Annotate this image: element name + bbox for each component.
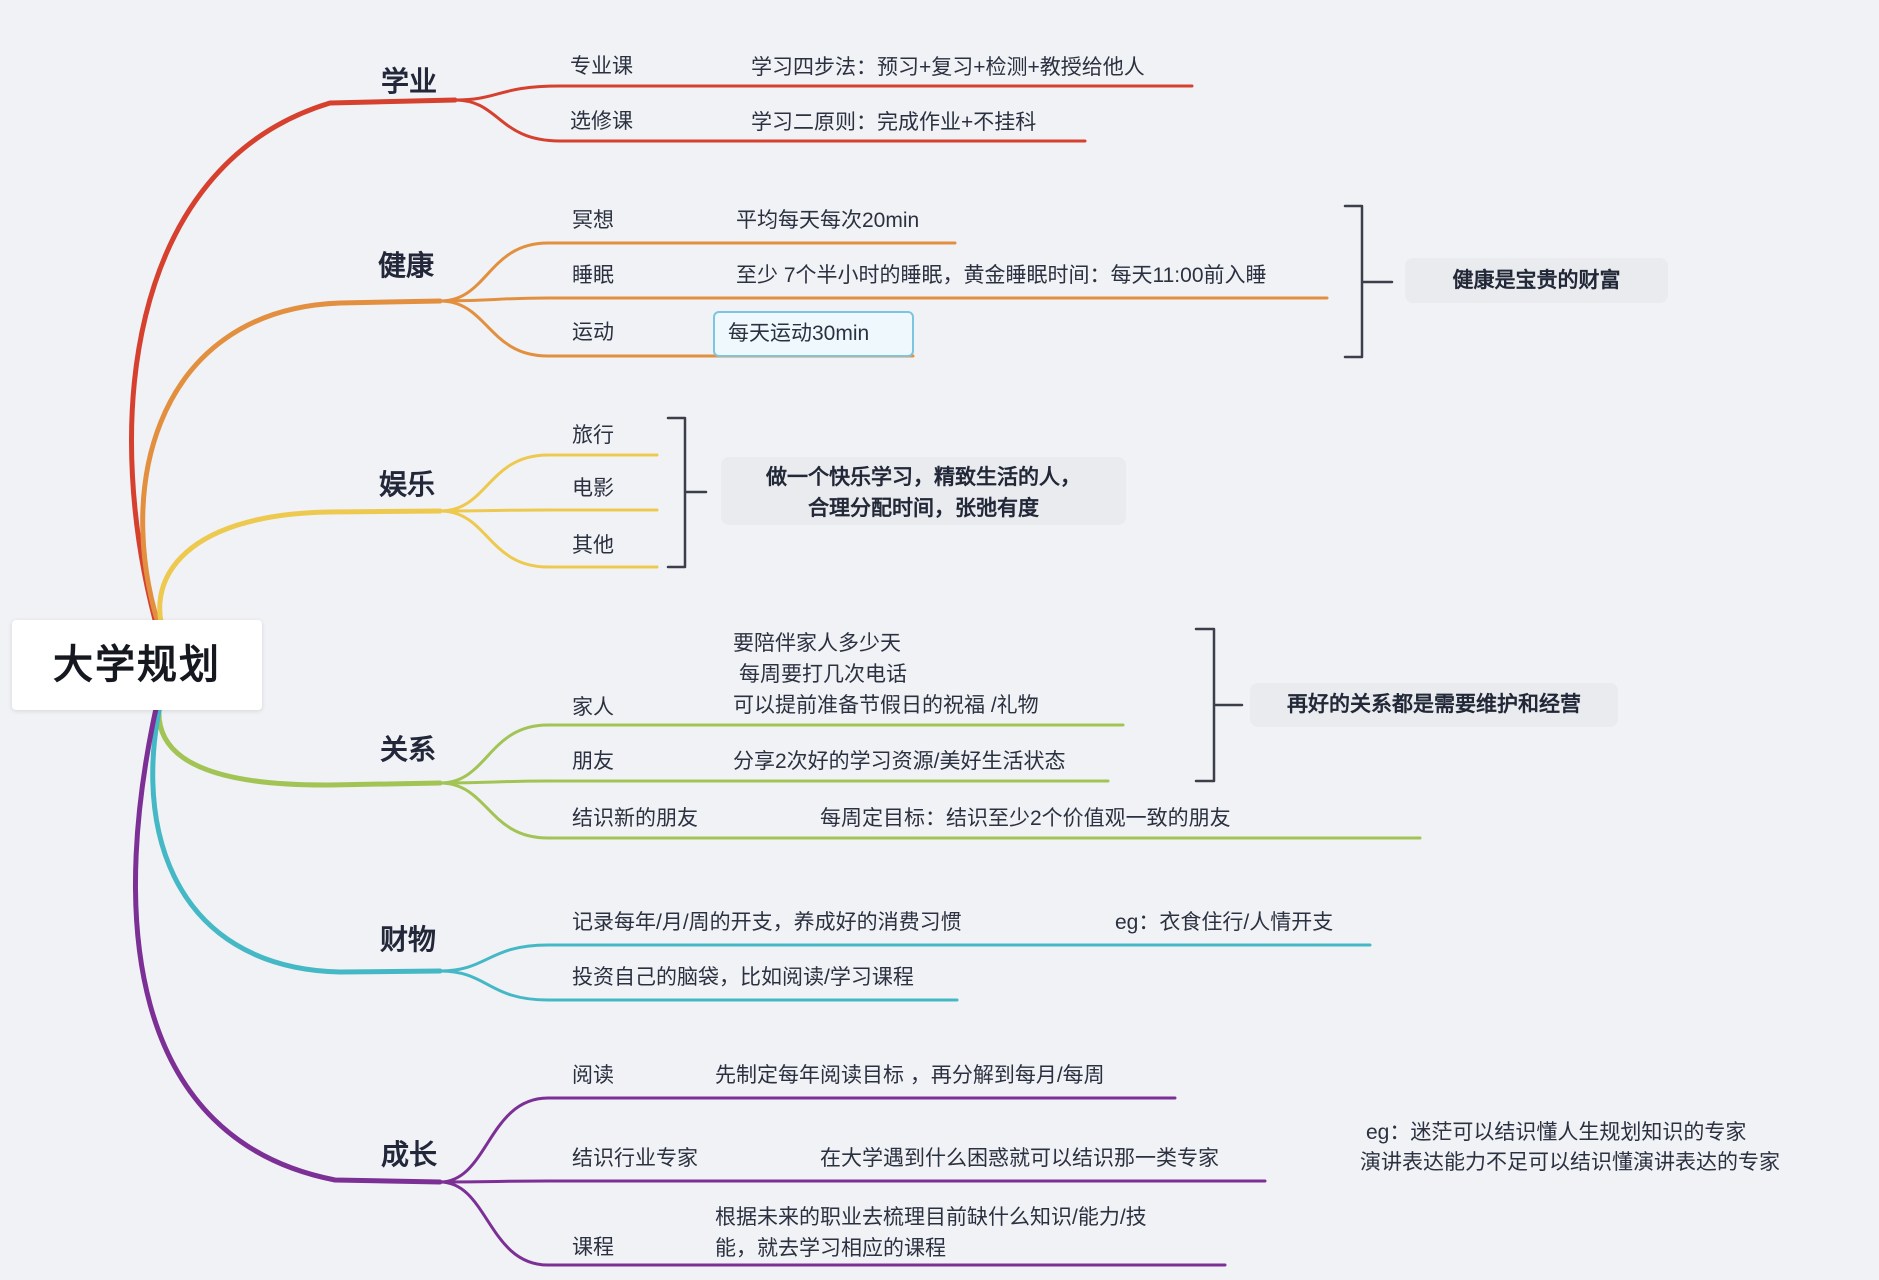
note-family-line1: 要陪伴家人多少天 — [733, 632, 901, 655]
bracket-entertainment — [666, 416, 708, 569]
note-courses[interactable]: 根据未来的职业去梳理目前缺什么知识/能力/技 能，就去学习相应的课程 — [715, 1202, 1147, 1264]
note-courses-line1: 根据未来的职业去梳理目前缺什么知识/能力/技 — [715, 1206, 1147, 1229]
node-sleep[interactable]: 睡眠 — [572, 264, 614, 287]
annotation-entertainment-line1: 做一个快乐学习，精致生活的人， — [766, 466, 1081, 489]
branch-label-academics[interactable]: 学业 — [381, 66, 438, 97]
annotation-entertainment[interactable]: 做一个快乐学习，精致生活的人， 合理分配时间，张弛有度 — [721, 457, 1126, 525]
annotation-relationship[interactable]: 再好的关系都是需要维护和经营 — [1250, 683, 1618, 727]
branch-label-relationship[interactable]: 关系 — [380, 734, 437, 765]
node-movies[interactable]: 电影 — [572, 477, 614, 500]
note-sleep[interactable]: 至少 7个半小时的睡眠，黄金睡眠时间：每天11:00前入睡 — [736, 264, 1267, 287]
note-exercise-highlighted[interactable]: 每天运动30min — [713, 311, 914, 357]
node-elective-courses[interactable]: 选修课 — [570, 110, 633, 133]
node-industry-experts[interactable]: 结识行业专家 — [572, 1147, 698, 1170]
node-courses[interactable]: 课程 — [572, 1236, 614, 1259]
branch-label-health[interactable]: 健康 — [378, 250, 435, 281]
bracket-relationship — [1194, 627, 1244, 783]
node-reading[interactable]: 阅读 — [572, 1064, 614, 1087]
note-friends[interactable]: 分享2次好的学习资源/美好生活状态 — [733, 750, 1066, 773]
note-major-courses[interactable]: 学习四步法：预习+复习+检测+教授给他人 — [751, 56, 1145, 79]
note-reading[interactable]: 先制定每年阅读目标 ，再分解到每月/每周 — [715, 1064, 1105, 1087]
node-invest-in-mind[interactable]: 投资自己的脑袋，比如阅读/学习课程 — [572, 966, 914, 989]
branch-label-finance[interactable]: 财物 — [380, 924, 437, 955]
note-growth-example-line2[interactable]: 演讲表达能力不足可以结识懂演讲表达的专家 — [1360, 1151, 1780, 1174]
node-track-spending[interactable]: 记录每年/月/周的开支，养成好的消费习惯 — [572, 911, 962, 934]
note-spending-example[interactable]: eg：衣食住行/人情开支 — [1115, 911, 1334, 934]
bracket-health — [1343, 204, 1394, 359]
branch-lines-academics — [129, 84, 1194, 641]
note-family[interactable]: 要陪伴家人多少天 每周要打几次电话 可以提前准备节假日的祝福 /礼物 — [733, 628, 1039, 721]
node-friends[interactable]: 朋友 — [572, 750, 614, 773]
branch-lines-growth — [133, 679, 1267, 1267]
note-new-friends[interactable]: 每周定目标：结识至少2个价值观一致的朋友 — [820, 807, 1231, 830]
branch-lines-finance — [150, 671, 1372, 1002]
branch-label-growth[interactable]: 成长 — [381, 1139, 438, 1170]
node-meditation[interactable]: 冥想 — [572, 209, 614, 232]
node-travel[interactable]: 旅行 — [572, 424, 614, 447]
annotation-entertainment-line2: 合理分配时间，张弛有度 — [808, 497, 1039, 520]
node-major-courses[interactable]: 专业课 — [570, 55, 633, 78]
node-exercise[interactable]: 运动 — [572, 321, 614, 344]
node-new-friends[interactable]: 结识新的朋友 — [572, 807, 698, 830]
central-topic[interactable]: 大学规划 — [12, 620, 262, 710]
node-others[interactable]: 其他 — [572, 534, 614, 557]
note-family-line2: 每周要打几次电话 — [739, 663, 907, 686]
branch-label-entertainment[interactable]: 娱乐 — [379, 469, 436, 500]
note-industry-experts[interactable]: 在大学遇到什么困惑就可以结识那一类专家 — [820, 1147, 1219, 1170]
note-courses-line2: 能，就去学习相应的课程 — [715, 1237, 946, 1260]
branch-lines-health — [140, 241, 1329, 649]
node-family[interactable]: 家人 — [572, 696, 614, 719]
annotation-health[interactable]: 健康是宝贵的财富 — [1405, 258, 1668, 303]
note-growth-example-line1[interactable]: eg：迷茫可以结识懂人生规划知识的专家 — [1366, 1121, 1747, 1144]
note-elective-courses[interactable]: 学习二原则：完成作业+不挂科 — [751, 111, 1037, 134]
note-meditation[interactable]: 平均每天每次20min — [736, 209, 920, 232]
note-family-line3: 可以提前准备节假日的祝福 /礼物 — [733, 694, 1039, 717]
